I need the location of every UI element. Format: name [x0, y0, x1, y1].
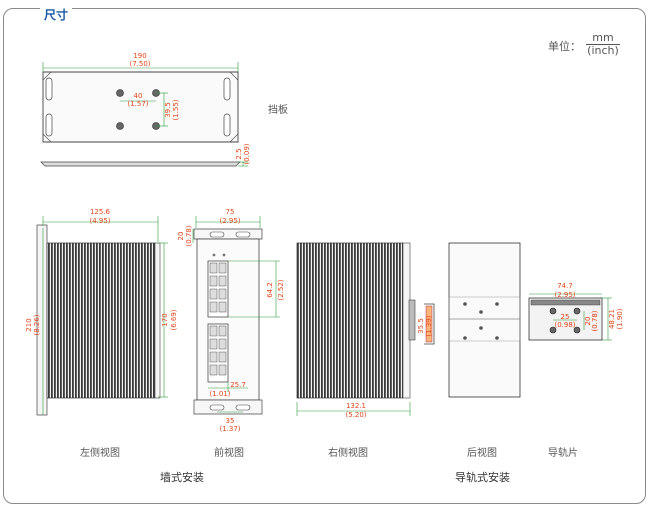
- dim-rail-clip-side: 35.5: [417, 318, 425, 334]
- label-rail-clip: 导轨片: [548, 448, 578, 459]
- dim-clip-holes: 25: [561, 313, 570, 321]
- unit-inch: (inch): [587, 44, 619, 57]
- section-title: 尺寸: [40, 8, 73, 22]
- dim-plate-width: 190: [133, 52, 146, 60]
- dim-ear-holes-inch: (1.37): [219, 425, 240, 433]
- left-side-view: [36, 224, 161, 416]
- dim-plate-width-inch: (7.50): [129, 60, 150, 68]
- dim-hole-vertical-inch: (1.55): [172, 99, 180, 120]
- dim-depth: 125.6: [90, 208, 111, 216]
- dim-clip-hole-v-inch: (0.78): [591, 310, 599, 331]
- dim-plate-thickness: 2.5: [235, 148, 243, 159]
- dim-bottom-offset-inch: (1.01): [209, 390, 230, 398]
- dim-clip-width: 74.7: [557, 282, 573, 290]
- rear-view: [448, 242, 521, 398]
- baffle-plate: [40, 71, 241, 167]
- baffle-dimensions: [42, 62, 248, 167]
- dim-clip-height-inch: (1.90): [616, 308, 624, 329]
- dim-clip-holes-inch: (0.98): [554, 321, 575, 329]
- dim-front-top-inch: (0.78): [185, 225, 193, 246]
- label-din-rail-mount: 导轨式安装: [455, 471, 510, 484]
- dim-total-height-inch: (8.26): [33, 314, 41, 335]
- label-left-view: 左侧视图: [80, 448, 120, 459]
- dim-front-width: 75: [226, 208, 235, 216]
- dim-total-height: 210: [25, 318, 33, 331]
- dimensions-panel: 尺寸: [3, 8, 646, 504]
- dim-plate-thickness-inch: (0.09): [243, 143, 251, 164]
- dim-front-width-inch: (2.95): [219, 217, 240, 225]
- dim-right-depth: 132.1: [346, 402, 366, 410]
- unit-label: 单位：: [548, 40, 581, 53]
- label-wall-mount: 墙式安装: [160, 471, 204, 484]
- label-right-view: 右侧视图: [328, 448, 368, 459]
- dim-clip-height: 48.21: [608, 309, 616, 329]
- label-baffle: 挡板: [268, 105, 288, 116]
- right-side-view: [296, 242, 416, 399]
- dim-clip-hole-v: 20: [584, 317, 592, 326]
- unit-fraction: mm (inch): [586, 32, 620, 57]
- dim-body-height-inch: (6.69): [170, 309, 178, 330]
- dim-rail-clip-side-inch: (1.39): [425, 315, 433, 336]
- dim-bottom-offset: 25.7: [230, 381, 246, 389]
- dim-hole-spacing-inch: (1.57): [127, 100, 148, 108]
- dim-ear-holes: 35: [226, 417, 235, 425]
- dim-front-top: 20: [177, 232, 185, 241]
- dim-body-height: 170: [161, 313, 169, 326]
- front-view: [193, 228, 263, 415]
- unit-mm: mm: [586, 32, 620, 45]
- dim-right-depth-inch: (5.20): [345, 411, 366, 419]
- dim-port-block: 64.2: [266, 282, 274, 298]
- label-rear-view: 后视图: [467, 448, 497, 459]
- rail-clip-side: [424, 303, 435, 345]
- dim-depth-inch: (4.95): [89, 217, 110, 225]
- dim-clip-width-inch: (2.95): [554, 291, 575, 299]
- dim-port-block-inch: (2.52): [277, 279, 285, 300]
- rail-clip: [528, 297, 603, 341]
- label-front-view: 前视图: [214, 448, 244, 459]
- dim-hole-spacing: 40: [134, 92, 143, 100]
- dim-hole-vertical: 39.5: [164, 102, 172, 118]
